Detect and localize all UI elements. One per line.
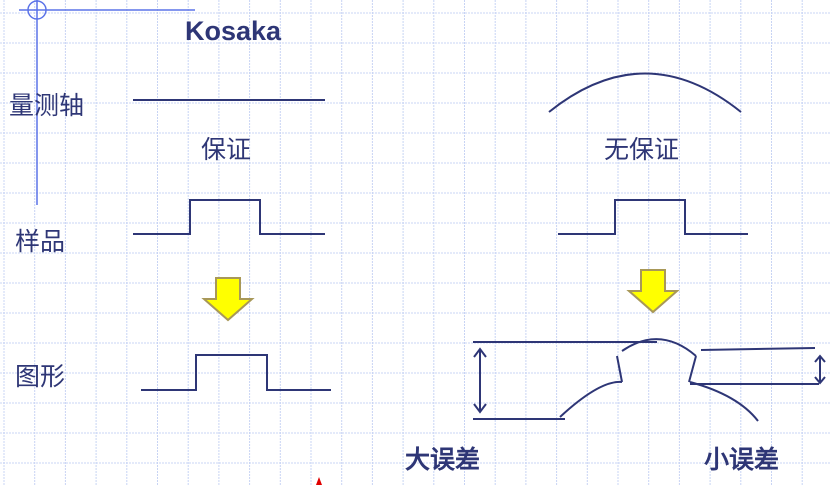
- axis-curved-line: [548, 72, 742, 113]
- large-error-dimension-arrow: [473, 347, 487, 414]
- small-error-dimension-arrow: [814, 354, 826, 385]
- small-error-label: 小误差: [704, 445, 780, 474]
- cursor-marker-icon: [316, 477, 322, 485]
- down-arrow-icon: [626, 269, 680, 314]
- profile-pulse-left: [141, 354, 331, 391]
- profile-distorted-right: [473, 338, 819, 422]
- row-label-axis: 量测轴: [9, 91, 85, 120]
- row-label-sample: 样品: [15, 227, 66, 256]
- diagram-title: Kosaka: [185, 16, 282, 46]
- caption-not-guaranteed: 无保证: [604, 135, 680, 164]
- down-arrow-icon: [201, 277, 255, 322]
- caption-guaranteed: 保证: [201, 135, 252, 164]
- sample-pulse-left: [133, 199, 325, 235]
- row-label-profile: 图形: [15, 362, 66, 391]
- slide-guide-lines: [19, 0, 195, 205]
- sample-pulse-right: [558, 199, 748, 235]
- large-error-label: 大误差: [405, 445, 481, 474]
